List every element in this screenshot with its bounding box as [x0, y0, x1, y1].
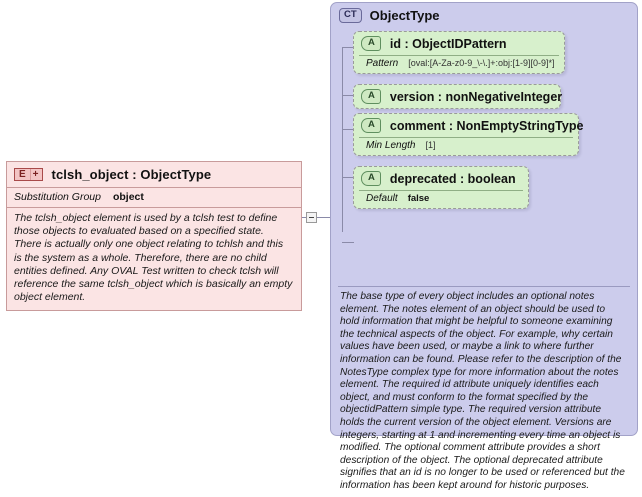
- complextype-objecttype-panel[interactable]: CT ObjectType A id : ObjectIDPattern Pat…: [330, 2, 638, 491]
- substitution-group-label: Substitution Group: [14, 191, 101, 203]
- attribute-badge-icon: A: [361, 89, 381, 104]
- attribute-badge-icon: A: [361, 36, 381, 51]
- attribute-deprecated-name: deprecated : boolean: [389, 171, 516, 186]
- expand-plus-icon[interactable]: +: [29, 169, 42, 180]
- element-title: tclsh_object : ObjectType: [51, 167, 212, 182]
- attribute-version-name: version : nonNegativeInteger: [389, 89, 563, 104]
- complextype-title: ObjectType: [369, 8, 440, 23]
- attr-branch-id: [342, 47, 353, 48]
- connector-line-right: [317, 217, 332, 218]
- complextype-badge-icon: CT: [339, 8, 362, 23]
- facet-label-min-length: Min Length: [366, 140, 416, 151]
- complextype-documentation: The base type of every object includes a…: [338, 286, 630, 497]
- facet-value-min-length: [1]: [425, 140, 436, 150]
- substitution-group-value: object: [112, 191, 144, 203]
- attr-trunk-vertical: [342, 47, 343, 232]
- attribute-id-facet: Pattern [oval:[A-Za-z0-9_\-\.]+:obj:[1-9…: [359, 55, 559, 73]
- complextype-header: CT ObjectType: [339, 8, 440, 23]
- attribute-version-header: A version : nonNegativeInteger: [354, 85, 563, 108]
- attr-branch-comment: [342, 129, 353, 130]
- element-documentation: The tclsh_object element is used by a tc…: [14, 212, 293, 304]
- element-tclsh-object-box[interactable]: E + tclsh_object : ObjectType Substituti…: [6, 161, 302, 312]
- attribute-id-name: id : ObjectIDPattern: [389, 36, 507, 51]
- facet-value-default: false: [407, 193, 430, 204]
- attribute-id-header: A id : ObjectIDPattern: [354, 32, 564, 55]
- minus-glyph: [309, 217, 314, 218]
- facet-value-pattern: [oval:[A-Za-z0-9_\-\.]+:obj:[1-9][0-9]*]: [408, 58, 555, 68]
- attribute-deprecated-facet: Default false: [359, 190, 523, 208]
- attribute-comment-box[interactable]: A comment : NonEmptyStringType Min Lengt…: [353, 113, 583, 156]
- attribute-badge-icon: A: [361, 171, 381, 186]
- attribute-version-box[interactable]: A version : nonNegativeInteger: [353, 84, 563, 109]
- attribute-comment-name: comment : NonEmptyStringType: [389, 118, 584, 133]
- attribute-badge-icon: A: [361, 118, 381, 133]
- connector-line-left: [302, 217, 308, 218]
- attribute-comment-header: A comment : NonEmptyStringType: [354, 114, 583, 137]
- facet-label-pattern: Pattern: [366, 58, 399, 69]
- attribute-comment-facet: Min Length [1]: [359, 137, 573, 155]
- attribute-deprecated-box[interactable]: A deprecated : boolean Default false: [353, 166, 529, 209]
- attr-branch-deprecated: [342, 177, 353, 178]
- substitution-group-row: Substitution Group object: [7, 188, 301, 208]
- attr-branch-version: [342, 95, 353, 96]
- element-header: E + tclsh_object : ObjectType: [7, 162, 301, 188]
- element-badge-icon[interactable]: E +: [14, 168, 43, 181]
- element-badge-letter: E: [19, 169, 26, 180]
- attribute-deprecated-header: A deprecated : boolean: [354, 167, 528, 190]
- collapse-toggle-icon[interactable]: [306, 212, 317, 223]
- attr-branch-compositor: [342, 242, 354, 243]
- facet-label-default: Default: [366, 193, 398, 204]
- attribute-id-box[interactable]: A id : ObjectIDPattern Pattern [oval:[A-…: [353, 31, 565, 74]
